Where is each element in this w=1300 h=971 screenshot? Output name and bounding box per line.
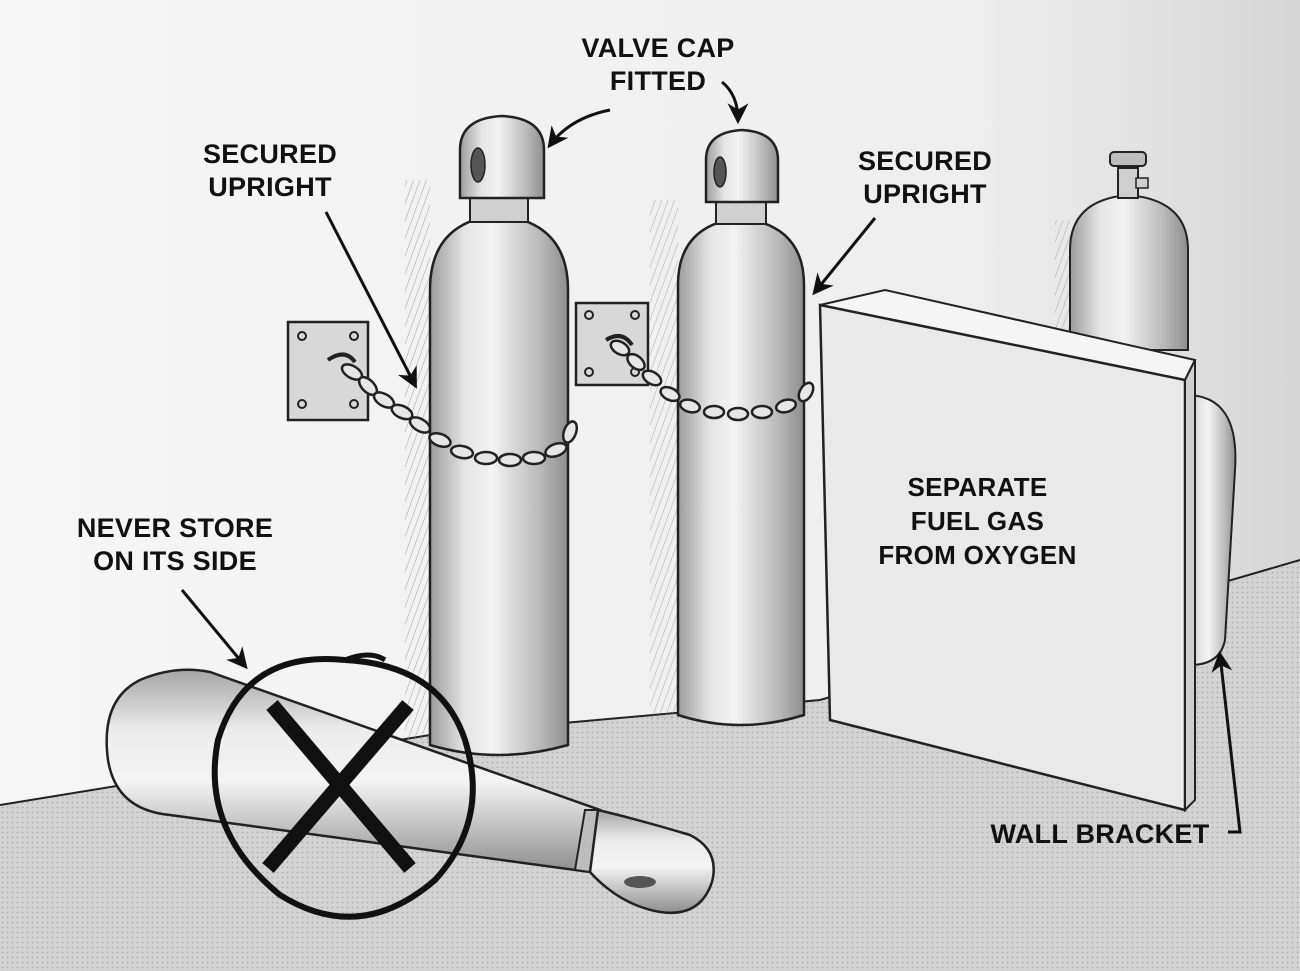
background-cylinder [1069,151,1189,351]
arrow-wall-bracket [1211,650,1242,834]
label-secured-right-line1: SECURED [857,146,993,176]
arrow-secured-left [324,211,417,389]
circle-x-icon [211,652,476,920]
label-valve-cap-fitted: VALVE CAP FITTED [560,32,756,98]
chain-right [609,339,815,422]
label-secured-left-line1: SECURED [202,139,338,169]
arrow-icon [180,80,1242,834]
arrow-valve-cap-right [721,80,749,125]
cylinder-shadows [405,180,1075,740]
label-secured-upright-left: SECURED UPRIGHT [185,138,355,204]
label-separate-line3: FROM OXYGEN [878,540,1077,570]
label-secured-upright-right: SECURED UPRIGHT [840,145,1010,211]
wall-bracket-right [574,301,650,387]
wall-bracket-cylinder [1184,393,1237,667]
label-never-store-line2: ON ITS SIDE [93,546,257,576]
label-valve-cap-line1: VALVE CAP [581,33,735,63]
arrow-secured-right [812,217,877,296]
label-wall-bracket: WALL BRACKET [975,818,1225,851]
label-separate-line1: SEPARATE [907,472,1048,502]
label-separate-line2: FUEL GAS [910,506,1045,536]
label-valve-cap-line2: FITTED [609,66,707,96]
upright-cylinder-right [676,128,806,727]
upright-cylinder-left [428,114,570,757]
label-never-store-line1: NEVER STORE [76,513,274,543]
label-never-store-on-side: NEVER STORE ON ITS SIDE [50,512,300,578]
label-secured-right-line2: UPRIGHT [863,179,987,209]
arrow-valve-cap-left [547,108,611,149]
arrow-never-store [180,589,248,670]
label-separate-fuel-gas: SEPARATE FUEL GAS FROM OXYGEN [855,470,1100,572]
label-wall-bracket-text: WALL BRACKET [990,819,1210,849]
label-secured-left-line2: UPRIGHT [208,172,332,202]
chain-left [340,363,579,468]
separation-panel [818,288,1197,813]
